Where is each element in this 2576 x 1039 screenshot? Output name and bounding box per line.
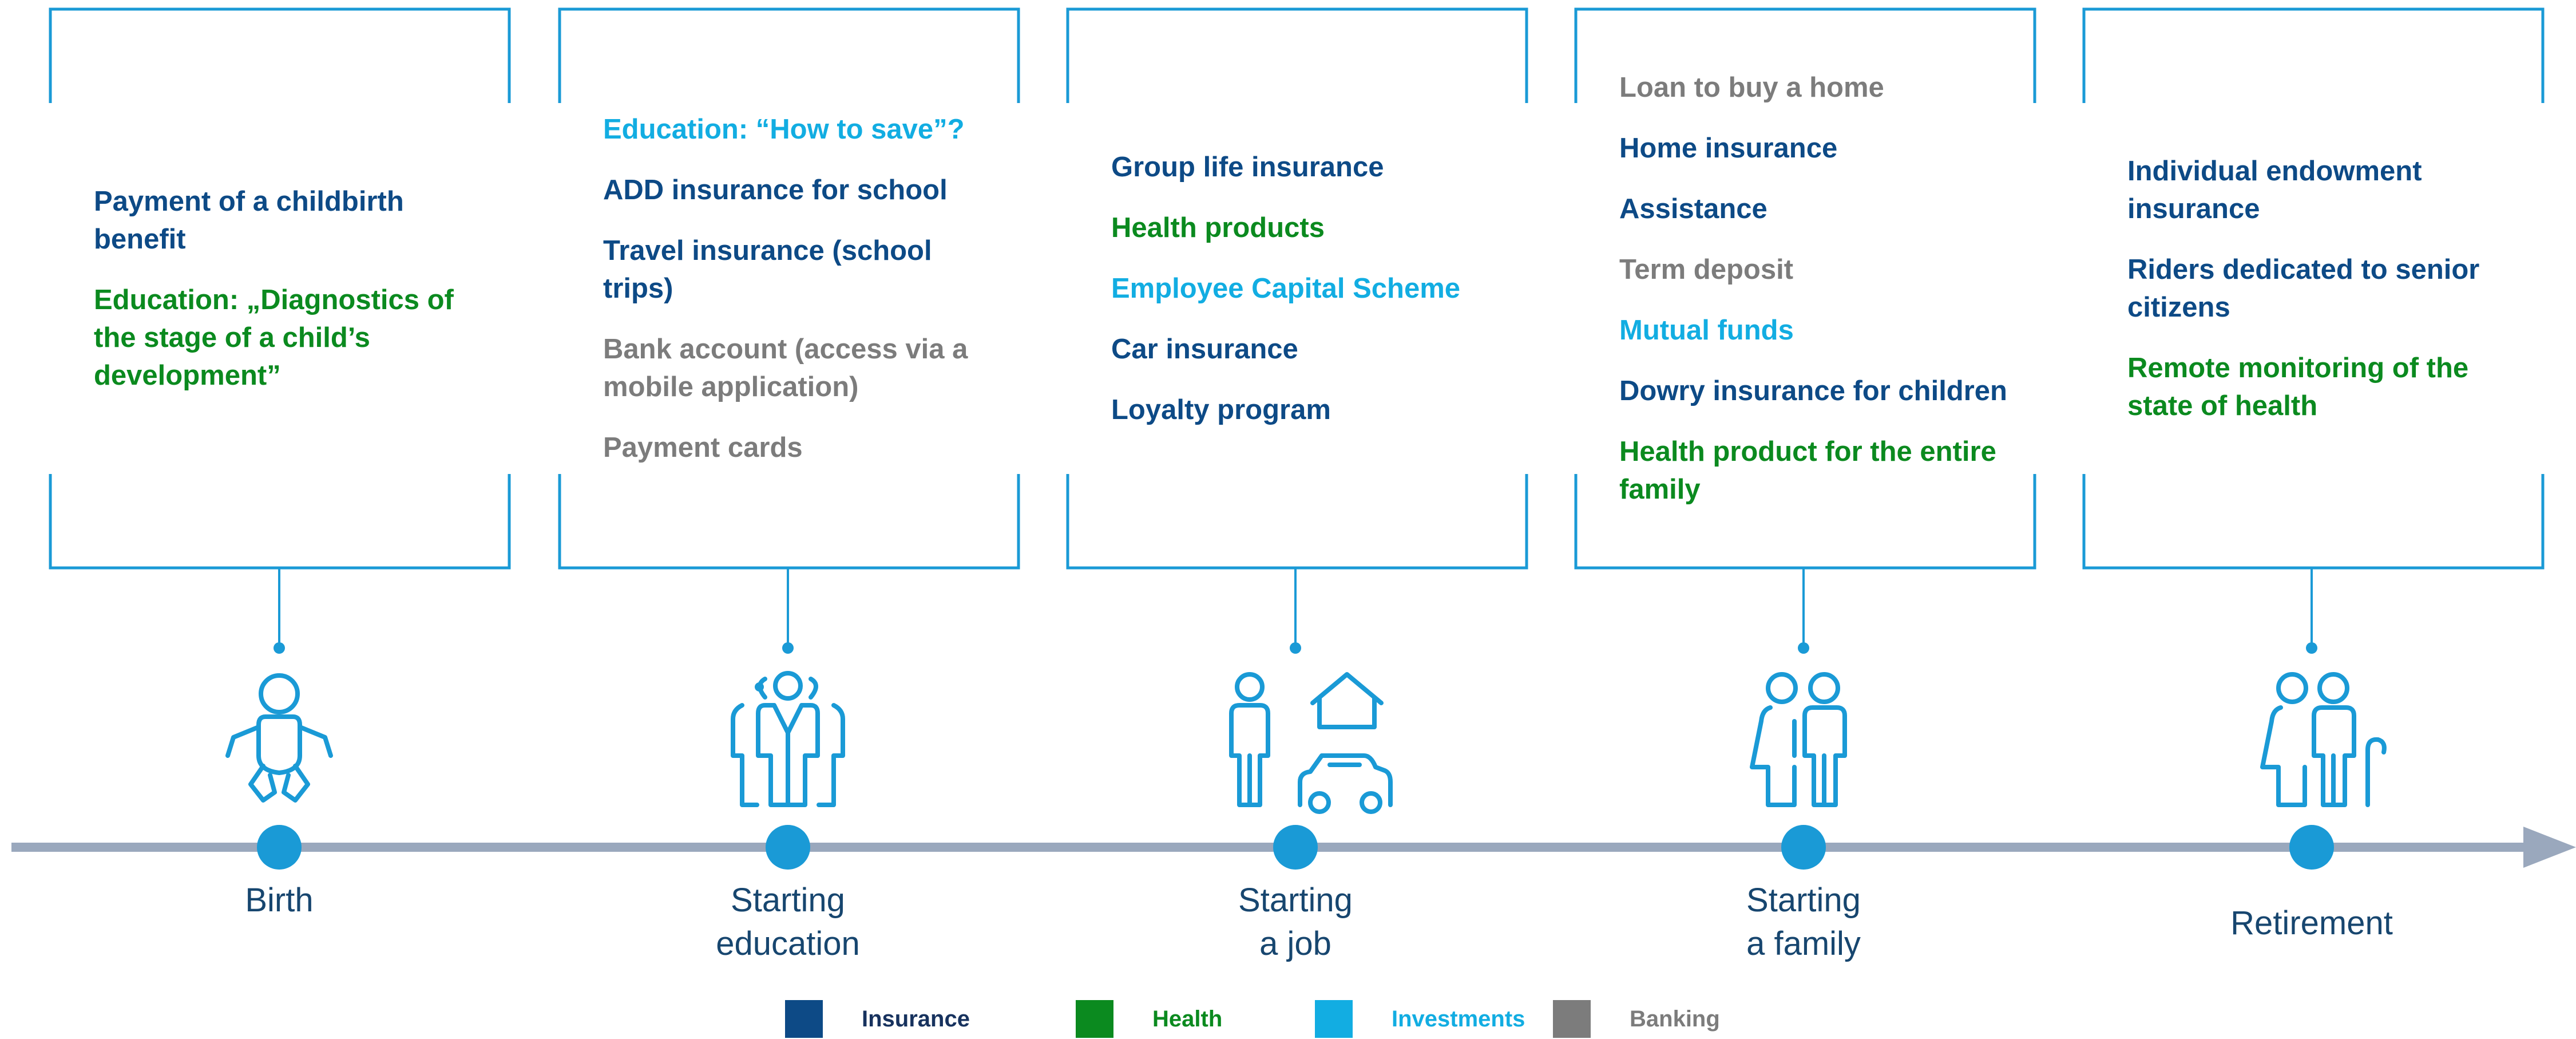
stage-box: Education: “How to save”? ADD insurance f…: [558, 7, 1020, 570]
connector-line: [1802, 569, 1805, 648]
connector-dot: [2306, 642, 2317, 654]
stage-item: Health product for the entire family: [1619, 436, 1996, 505]
box-frame: [1066, 7, 1528, 570]
legend-swatch: [1076, 1000, 1113, 1038]
legend-label: Investments: [1392, 1006, 1525, 1032]
box-frame: [49, 7, 511, 570]
legend-item-investments: Investments: [1315, 1000, 1525, 1038]
stage-item: Assistance: [1619, 193, 1767, 224]
senior-couple-icon: [2251, 670, 2400, 807]
timeline-dot: [1273, 825, 1318, 870]
stage-item: Education: „Diagnostics of the stage of …: [94, 285, 454, 391]
stage-item: Mutual funds: [1619, 315, 1794, 346]
stage-item: Home insurance: [1619, 133, 1838, 164]
box-frame: [558, 7, 1020, 570]
legend-swatch: [1315, 1000, 1353, 1038]
stage-item: Payment cards: [603, 432, 803, 463]
connector-line: [278, 569, 280, 648]
stage-label: Starting a family: [1746, 882, 1861, 962]
stage-item: Group life insurance: [1111, 152, 1384, 183]
stage-label: Retirement: [2230, 904, 2393, 942]
box-frame: [2082, 7, 2545, 570]
students-icon: [719, 670, 857, 807]
stage-items: Education: “How to save”? ADD insurance f…: [603, 8, 1006, 569]
connector-dot: [782, 642, 794, 654]
legend-swatch: [1553, 1000, 1591, 1038]
stage-item: Health products: [1111, 212, 1325, 243]
stage-item: Dowry insurance for children: [1619, 376, 2007, 406]
timeline-dot: [1781, 825, 1826, 870]
stage-item: Payment of a childbirth benefit: [94, 186, 404, 255]
stage-item: ADD insurance for school: [603, 175, 948, 206]
legend-item-banking: Banking: [1553, 1000, 1720, 1038]
legend-item-insurance: Insurance: [785, 1000, 970, 1038]
legend-label: Insurance: [862, 1006, 970, 1032]
legend-swatch: [785, 1000, 823, 1038]
connector-line: [787, 569, 789, 648]
worker-house-car-icon: [1221, 670, 1393, 814]
baby-icon: [211, 670, 348, 807]
stage-item: Loyalty program: [1111, 394, 1331, 425]
stage-label: Birth: [245, 882, 314, 919]
legend-item-health: Health: [1076, 1000, 1223, 1038]
stage-item: Remote monitoring of the state of health: [2127, 353, 2469, 421]
stage-label: Starting education: [716, 882, 860, 962]
box-frame: [1574, 7, 2036, 570]
stage-item: Individual endowment insurance: [2127, 156, 2422, 224]
couple-icon: [1735, 670, 1872, 807]
legend-label: Health: [1152, 1006, 1223, 1032]
stage-item: Term deposit: [1619, 254, 1794, 285]
stage-item: Riders dedicated to senior citizens: [2127, 254, 2480, 323]
legend-label: Banking: [1630, 1006, 1720, 1032]
timeline-dot: [2289, 825, 2334, 870]
stage-item: Education: “How to save”?: [603, 114, 965, 145]
stage-item: Car insurance: [1111, 334, 1298, 365]
connector-dot: [1290, 642, 1301, 654]
stage-item: Travel insurance (school trips): [603, 235, 932, 304]
timeline-dot: [766, 825, 810, 870]
connector-dot: [274, 642, 285, 654]
stage-label: Starting a job: [1238, 882, 1353, 962]
timeline-dot: [257, 825, 302, 870]
connector-line: [2311, 569, 2313, 648]
stage-item: Employee Capital Scheme: [1111, 273, 1461, 304]
connector-dot: [1798, 642, 1809, 654]
stage-item: Bank account (access via a mobile applic…: [603, 334, 968, 402]
stage-item: Loan to buy a home: [1619, 72, 1884, 103]
connector-line: [1294, 569, 1297, 648]
